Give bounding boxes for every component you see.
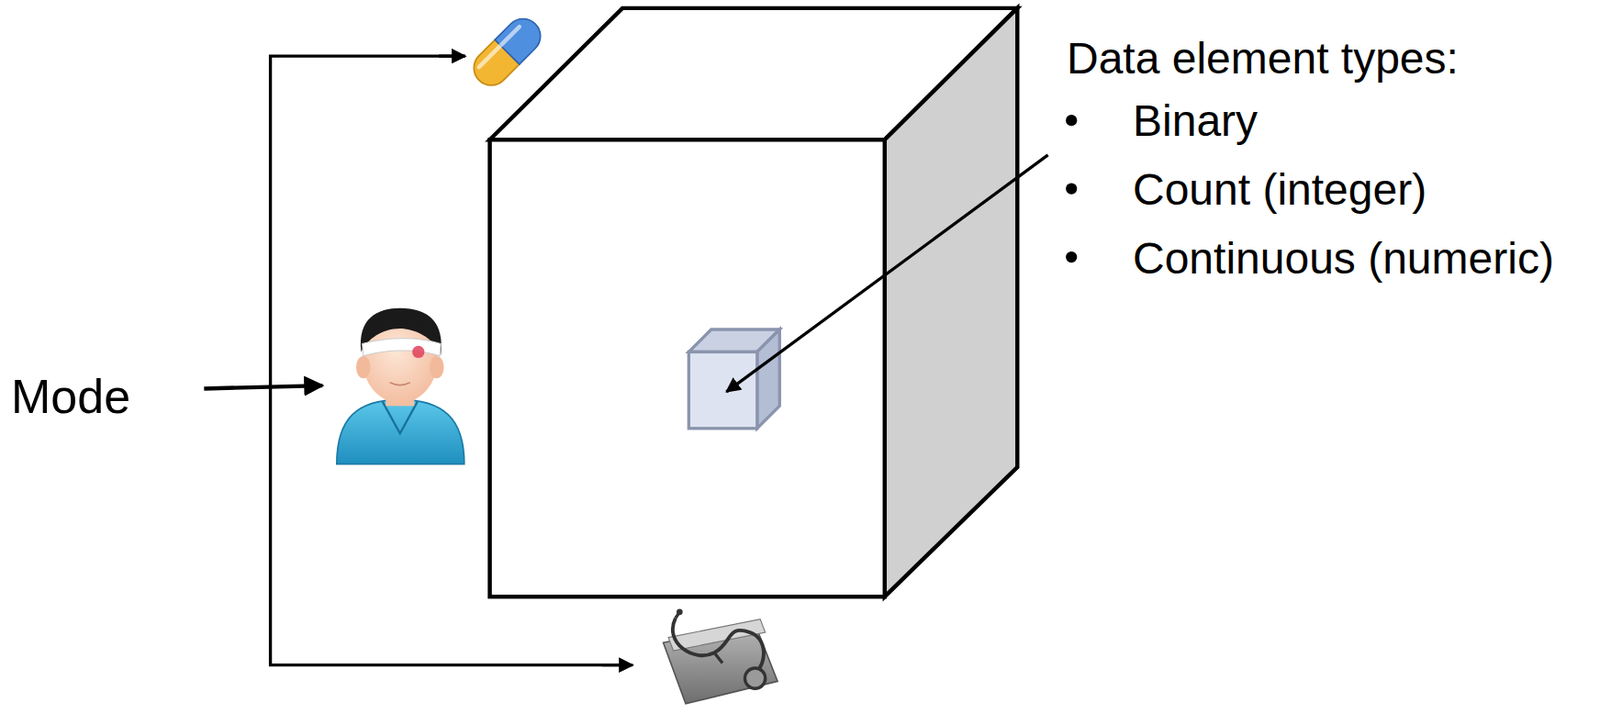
mode-arrow-top — [438, 54, 466, 57]
mode-bracket — [270, 55, 631, 666]
tensor-cube — [490, 8, 1019, 597]
cube-front-face — [490, 139, 885, 597]
bullet — [1065, 183, 1077, 195]
element-front — [688, 351, 757, 428]
bullet-dots — [1065, 114, 1077, 263]
list-item: Binary — [1132, 89, 1258, 152]
list-heading: Data element types: — [1066, 27, 1459, 90]
mode-label: Mode — [11, 363, 131, 431]
pill-icon — [466, 11, 548, 93]
bullet — [1065, 114, 1077, 126]
data-element-cube — [688, 329, 780, 429]
leader-arrow — [726, 155, 1048, 392]
medical-record-icon — [663, 609, 779, 705]
mode-arrow-bottom — [602, 663, 633, 667]
patient-icon — [336, 308, 465, 465]
cube-side-face — [884, 8, 1019, 597]
mode-arrow — [203, 385, 323, 389]
bullet — [1065, 251, 1077, 263]
list-item: Continuous (numeric) — [1132, 227, 1555, 290]
list-item: Count (integer) — [1132, 158, 1427, 221]
element-side — [757, 329, 780, 429]
